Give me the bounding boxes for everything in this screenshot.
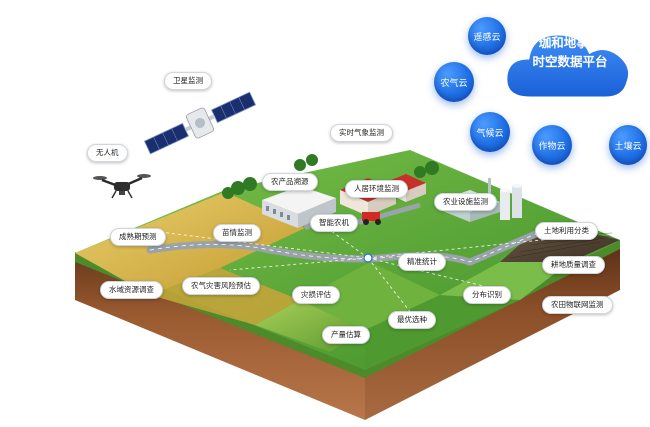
- platform-title: 珈和地事通 时空数据平台: [510, 33, 630, 93]
- label-yield: 产量估算: [322, 326, 370, 344]
- label-seedling: 苗情监测: [213, 224, 261, 242]
- cloud-bubble-agro-weather: 农气云: [434, 62, 474, 102]
- platform-title-line2: 时空数据平台: [532, 54, 608, 69]
- label-land-use: 土地利用分类: [535, 222, 598, 240]
- label-traceability: 农产品溯源: [262, 173, 318, 191]
- label-breeding: 最优选种: [388, 311, 436, 329]
- cloud-bubble-crop: 作物云: [532, 125, 572, 165]
- label-weather: 实时气象监测: [330, 124, 393, 142]
- label-loss: 灾损评估: [292, 286, 340, 304]
- label-iot: 农田物联网监测: [542, 296, 613, 314]
- label-maturity: 成熟期预测: [110, 228, 166, 246]
- label-distribution: 分布识别: [463, 286, 511, 304]
- cloud-icon: [504, 32, 632, 100]
- satellite-icon: [143, 91, 257, 155]
- label-farmland-quality: 耕地质量调查: [542, 256, 605, 274]
- label-drone: 无人机: [87, 144, 128, 162]
- tilled-field: [500, 222, 620, 262]
- cloud-bubble-soil: 土壤云: [609, 125, 647, 165]
- soil-side-right: [365, 245, 620, 420]
- label-satellite: 卫星监测: [164, 72, 212, 90]
- label-habitat: 人居环境监测: [345, 180, 408, 198]
- cloud-bubble-remote-sensing: 遥感云: [468, 17, 506, 55]
- platform-title-line1: 珈和地事通: [538, 35, 602, 50]
- label-water: 水域资源调查: [100, 281, 163, 299]
- label-disaster: 农气灾害风险预估: [182, 277, 260, 295]
- label-precision: 精准统计: [398, 253, 446, 271]
- label-smart-machinery: 智能农机: [310, 214, 358, 232]
- label-facility: 农业设施监测: [434, 193, 497, 211]
- cloud-bubble-climate: 气候云: [470, 112, 510, 152]
- drone-icon: [93, 174, 151, 199]
